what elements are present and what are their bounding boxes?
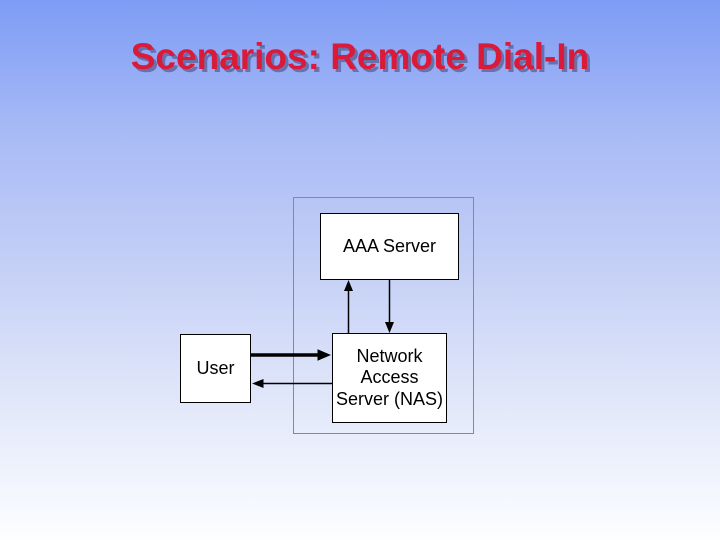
node-nas: Network Access Server (NAS) bbox=[332, 333, 447, 423]
node-aaa-server-label: AAA Server bbox=[342, 235, 437, 256]
node-user-label: User bbox=[196, 357, 235, 378]
node-aaa-server: AAA Server bbox=[320, 213, 459, 280]
diagram-boundary-rect bbox=[293, 197, 474, 434]
node-user: User bbox=[180, 334, 251, 403]
slide-title: Scenarios: Remote Dial-In bbox=[130, 36, 590, 77]
node-nas-label: Network Access Server (NAS) bbox=[335, 345, 443, 409]
